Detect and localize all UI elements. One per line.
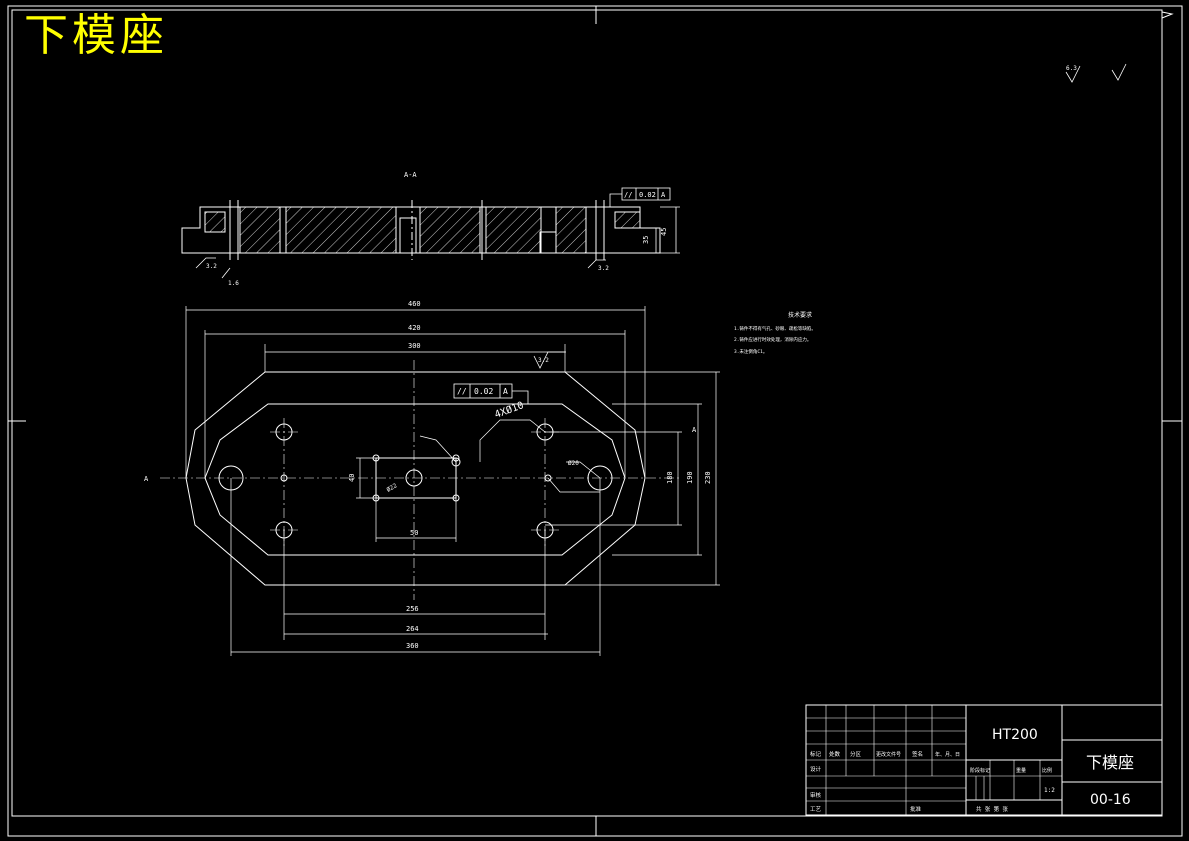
dim-420: 420 bbox=[408, 324, 421, 332]
svg-text:0.02: 0.02 bbox=[474, 387, 493, 396]
title-block: 标记 处数 分区 更改文件号 签名 年、月、日 设计 审核 工艺 批准 阶段标记… bbox=[805, 704, 1163, 816]
svg-text:分区: 分区 bbox=[850, 750, 862, 758]
dim-35: 35 bbox=[642, 236, 650, 244]
svg-text:Ø20: Ø20 bbox=[568, 460, 579, 467]
svg-text:标记: 标记 bbox=[810, 750, 822, 758]
dim-460: 460 bbox=[408, 300, 421, 308]
svg-text:1.铸件不得有气孔、砂眼、疏松等缺陷。: 1.铸件不得有气孔、砂眼、疏松等缺陷。 bbox=[734, 325, 816, 332]
plan-view: A A bbox=[144, 300, 720, 656]
svg-text:A: A bbox=[503, 387, 508, 396]
dim-180: 180 bbox=[666, 471, 674, 484]
svg-text:处数: 处数 bbox=[829, 750, 841, 758]
svg-text:A: A bbox=[692, 426, 697, 434]
svg-text:0.02: 0.02 bbox=[639, 191, 656, 199]
svg-text:共 张 第 张: 共 张 第 张 bbox=[976, 805, 1008, 813]
svg-text:比例: 比例 bbox=[1042, 767, 1052, 774]
dim-360: 360 bbox=[406, 642, 419, 650]
drawing-title: 下模座 bbox=[24, 10, 168, 61]
scale-value: 1:2 bbox=[1044, 787, 1055, 794]
svg-text:3.2: 3.2 bbox=[598, 265, 609, 272]
svg-text:2.铸件应进行时效处理，消除内应力。: 2.铸件应进行时效处理，消除内应力。 bbox=[734, 336, 811, 343]
general-roughness: 6.3 bbox=[1065, 63, 1127, 83]
svg-text://: // bbox=[624, 191, 632, 199]
svg-text:审核: 审核 bbox=[810, 791, 822, 799]
dim-300: 300 bbox=[408, 342, 421, 350]
svg-text:1.6: 1.6 bbox=[228, 280, 239, 287]
section-view: A-A bbox=[181, 171, 680, 287]
tech-heading: 技术要求 bbox=[788, 311, 812, 319]
sheet-outer-frame bbox=[7, 5, 1183, 837]
tolerance-frame-top bbox=[609, 187, 671, 207]
dim-230: 230 bbox=[704, 471, 712, 484]
dim-40: 40 bbox=[348, 474, 356, 482]
svg-text:工艺: 工艺 bbox=[810, 806, 822, 813]
section-label: A-A bbox=[404, 171, 417, 179]
svg-text:3.未注倒角C1。: 3.未注倒角C1。 bbox=[734, 348, 767, 355]
svg-text:年、月、日: 年、月、日 bbox=[935, 751, 960, 758]
thread-callout: 4XØ10 bbox=[493, 399, 525, 421]
dim-45: 45 bbox=[660, 228, 668, 236]
svg-text:设计: 设计 bbox=[810, 765, 822, 773]
dim-256: 256 bbox=[406, 605, 419, 613]
svg-text://: // bbox=[457, 387, 467, 396]
svg-text:3.2: 3.2 bbox=[538, 357, 549, 364]
drawing-number-label: 00-16 bbox=[1090, 792, 1131, 808]
part-name-label: 下模座 bbox=[1086, 753, 1134, 772]
svg-text:批准: 批准 bbox=[910, 805, 922, 813]
svg-text:A: A bbox=[661, 191, 666, 199]
dim-50: 50 bbox=[410, 529, 418, 537]
dim-264: 264 bbox=[406, 625, 419, 633]
sheet-inner-frame bbox=[11, 9, 1163, 817]
dim-190: 190 bbox=[686, 471, 694, 484]
svg-text:签名: 签名 bbox=[912, 750, 923, 758]
svg-text:A: A bbox=[144, 475, 149, 483]
svg-text:Ø22: Ø22 bbox=[386, 482, 399, 494]
material-label: HT200 bbox=[992, 727, 1038, 743]
svg-text:更改文件号: 更改文件号 bbox=[876, 751, 901, 758]
svg-text:阶段标记: 阶段标记 bbox=[970, 767, 990, 774]
svg-text:6.3: 6.3 bbox=[1066, 65, 1077, 72]
technical-requirements: 技术要求 1.铸件不得有气孔、砂眼、疏松等缺陷。 2.铸件应进行时效处理，消除内… bbox=[734, 311, 816, 355]
svg-text:重量: 重量 bbox=[1016, 767, 1026, 774]
tolerance-frame-plan bbox=[453, 383, 529, 404]
svg-text:3.2: 3.2 bbox=[206, 263, 217, 270]
